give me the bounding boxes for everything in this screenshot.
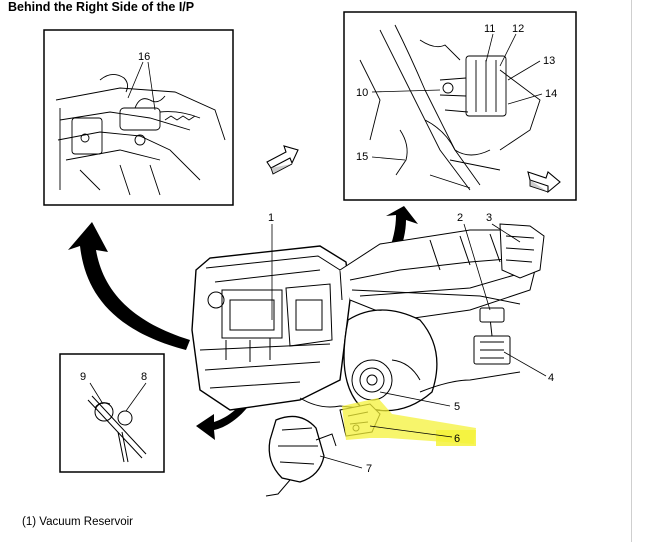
- detail-box-top-left: [43, 29, 234, 206]
- diagram-title: Behind the Right Side of the I/P: [8, 0, 195, 14]
- hvac-module-assembly: [191, 223, 545, 497]
- callout-6: 6: [454, 433, 460, 445]
- detail-box-bottom-left: [59, 353, 165, 473]
- callout-2: 2: [457, 212, 463, 224]
- callout-15: 15: [356, 151, 368, 163]
- direction-arrow-right: [266, 145, 299, 175]
- callout-16: 16: [138, 51, 150, 63]
- direction-arrow-down-right: [527, 171, 561, 194]
- callout-3: 3: [486, 212, 492, 224]
- callout-8: 8: [141, 371, 147, 383]
- main-leader-lines: [271, 223, 547, 469]
- callout-5: 5: [454, 401, 460, 413]
- callout-12: 12: [512, 23, 524, 35]
- legend-caption: (1) Vacuum Reservoir: [22, 516, 133, 528]
- page-border-line: [631, 0, 632, 542]
- callout-9: 9: [80, 371, 86, 383]
- detail-box-top-right: [343, 11, 577, 201]
- callout-13: 13: [543, 55, 555, 67]
- callout-10: 10: [356, 87, 368, 99]
- callout-7: 7: [366, 463, 372, 475]
- arrow-to-top-left-box: [68, 222, 190, 350]
- callout-1: 1: [268, 212, 274, 224]
- highlight-item-6: [342, 398, 476, 446]
- callout-4: 4: [548, 372, 554, 384]
- callout-11: 11: [484, 23, 495, 35]
- callout-14: 14: [545, 88, 557, 100]
